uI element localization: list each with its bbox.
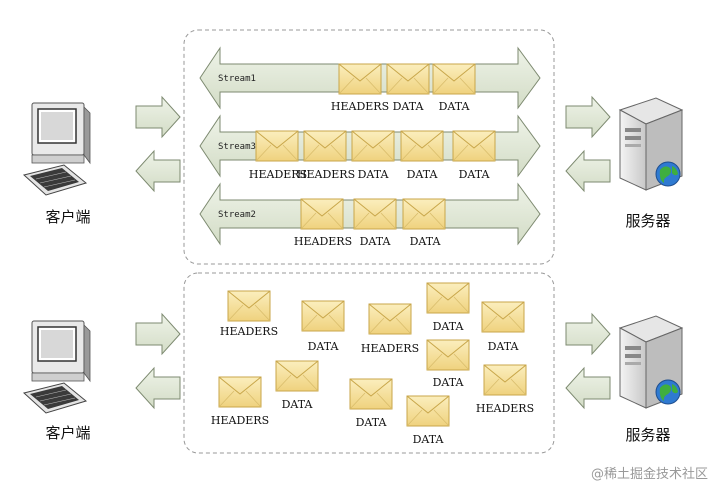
stream3-frames: HEADERS HEADERS DATA DATA DATA	[249, 130, 496, 181]
envelope-icon	[400, 130, 444, 162]
watermark: @稀土掘金技术社区	[591, 466, 708, 482]
envelope-icon	[218, 376, 262, 408]
stream-label: Stream2	[218, 210, 256, 220]
envelope-icon	[402, 198, 446, 230]
client-computer-icon	[23, 102, 91, 196]
right-arrow-icon	[135, 96, 181, 138]
envelope-icon	[432, 63, 476, 95]
client-computer-icon	[23, 320, 91, 414]
frame-label: HEADERS	[361, 342, 419, 355]
envelope-icon	[300, 198, 344, 230]
right-arrow-icon	[565, 313, 611, 355]
client-label: 客户端	[45, 424, 90, 442]
frame-label: DATA	[360, 235, 392, 248]
envelope-icon	[426, 282, 470, 314]
scattered-frames: HEADERS DATA HEADERS DATA DATA DATA DATA…	[211, 282, 534, 446]
right-arrow-icon	[565, 96, 611, 138]
envelope-icon	[452, 130, 496, 162]
frame-label: DATA	[308, 340, 340, 353]
frame-label: DATA	[282, 398, 314, 411]
envelope-icon	[227, 290, 271, 322]
frame-label: HEADERS	[220, 325, 278, 338]
envelope-icon	[301, 300, 345, 332]
envelope-icon	[338, 63, 382, 95]
frame-label: DATA	[433, 320, 465, 333]
right-arrow-icon	[135, 313, 181, 355]
envelope-icon	[483, 364, 527, 396]
frame-label: DATA	[433, 376, 465, 389]
frame-label: DATA	[488, 340, 520, 353]
stream-label: Stream1	[218, 74, 256, 84]
frame-label: HEADERS	[249, 168, 307, 181]
left-arrow-icon	[135, 150, 181, 192]
server-label: 服务器	[625, 212, 670, 230]
envelope-icon	[386, 63, 430, 95]
frame-label: DATA	[407, 168, 439, 181]
envelope-icon	[481, 301, 525, 333]
envelope-icon	[275, 360, 319, 392]
envelope-icon	[349, 378, 393, 410]
frame-label: HEADERS	[211, 414, 269, 427]
stream1-frames: HEADERS DATA DATA	[331, 63, 476, 113]
envelope-icon	[353, 198, 397, 230]
server-icon	[619, 97, 683, 191]
envelope-icon	[303, 130, 347, 162]
top-panel-border	[183, 29, 555, 265]
frame-label: DATA	[393, 100, 425, 113]
frame-label: DATA	[439, 100, 471, 113]
frame-label: DATA	[410, 235, 442, 248]
left-arrow-icon	[565, 150, 611, 192]
server-icon	[619, 315, 683, 409]
bottom-panel-border	[183, 272, 555, 454]
server-label: 服务器	[625, 426, 670, 444]
frame-label: DATA	[356, 416, 388, 429]
left-arrow-icon	[565, 367, 611, 409]
stream2-frames: HEADERS DATA DATA	[294, 198, 446, 248]
frame-label: DATA	[459, 168, 491, 181]
client-label: 客户端	[45, 208, 90, 226]
envelope-icon	[351, 130, 395, 162]
frame-label: HEADERS	[476, 402, 534, 415]
frame-label: HEADERS	[331, 100, 389, 113]
frame-label: HEADERS	[297, 168, 355, 181]
frame-label: HEADERS	[294, 235, 352, 248]
envelope-icon	[426, 339, 470, 371]
left-arrow-icon	[135, 367, 181, 409]
envelope-icon	[406, 395, 450, 427]
envelope-icon	[368, 303, 412, 335]
frame-label: DATA	[413, 433, 445, 446]
frame-label: DATA	[358, 168, 390, 181]
envelope-icon	[255, 130, 299, 162]
stream-label: Stream3	[218, 142, 256, 152]
